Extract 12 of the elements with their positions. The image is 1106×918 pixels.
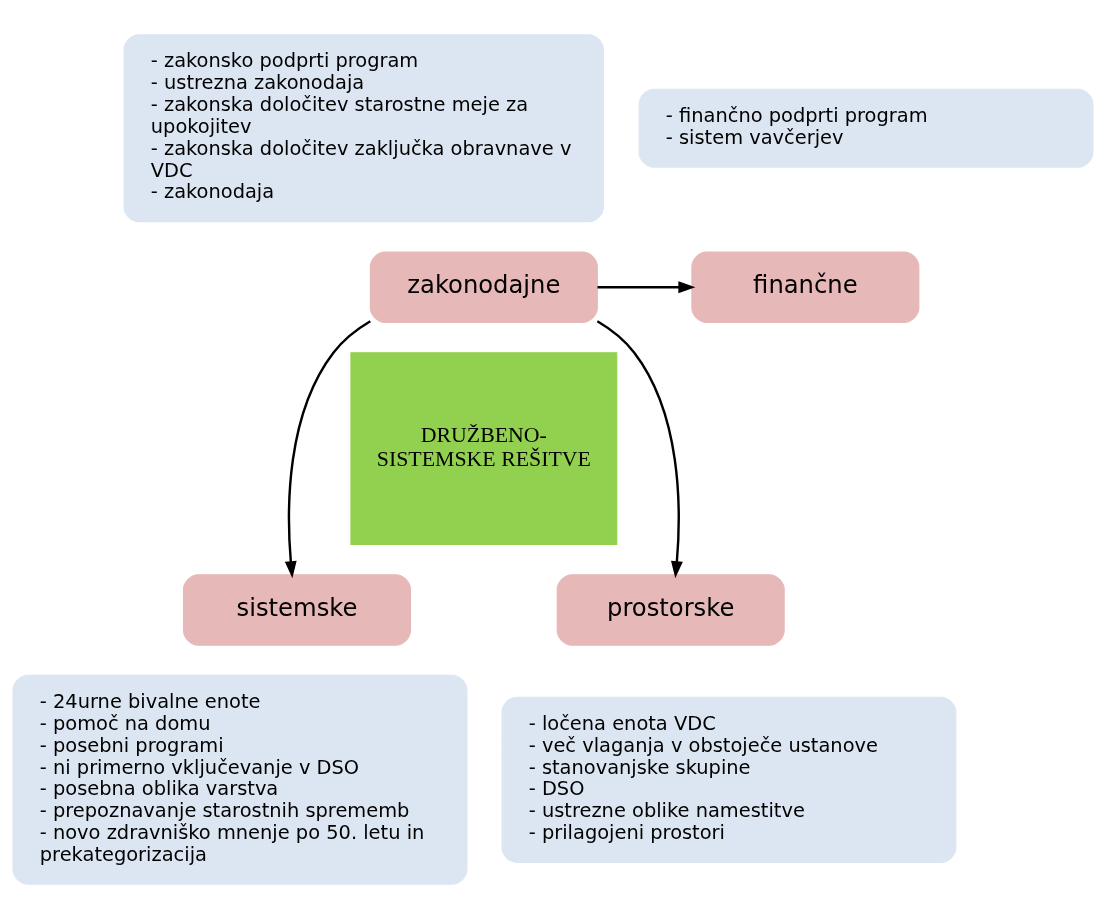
node-box: zakonodajne — [369, 250, 598, 323]
arrow — [284, 319, 371, 578]
node-box: DRUŽBENO-SISTEMSKE REŠITVE — [350, 351, 618, 545]
node-box: finančne — [691, 250, 920, 323]
node-box: - ločena enota VDC - več vlaganja v obstoječe ustanove - stanovanjske skupine - DSO - ustrezne oblike namestitve - prilagojeni prostori — [501, 696, 957, 863]
node-box: - finančno podprti program - sistem vavčerjev — [638, 88, 1094, 168]
arrow — [596, 319, 683, 578]
node-box: prostorske — [556, 573, 785, 646]
node-box: sistemske — [182, 573, 412, 646]
node-box: - 24urne bivalne enote - pomoč na domu - posebni programi - ni primerno vključevanje v DSO - posebna oblika varstva - prepoznavanje starostnih sprememb - novo zdravniško mnenje po 50. letu in prekategorizacija — [12, 674, 468, 885]
arrow — [597, 280, 696, 293]
node-box: - zakonsko podprti program - ustrezna zakonodaja - zakonska določitev starostne meje za upokojitev - zakonska določitev zaključka obravnave v VDC - zakonodaja — [123, 33, 604, 222]
